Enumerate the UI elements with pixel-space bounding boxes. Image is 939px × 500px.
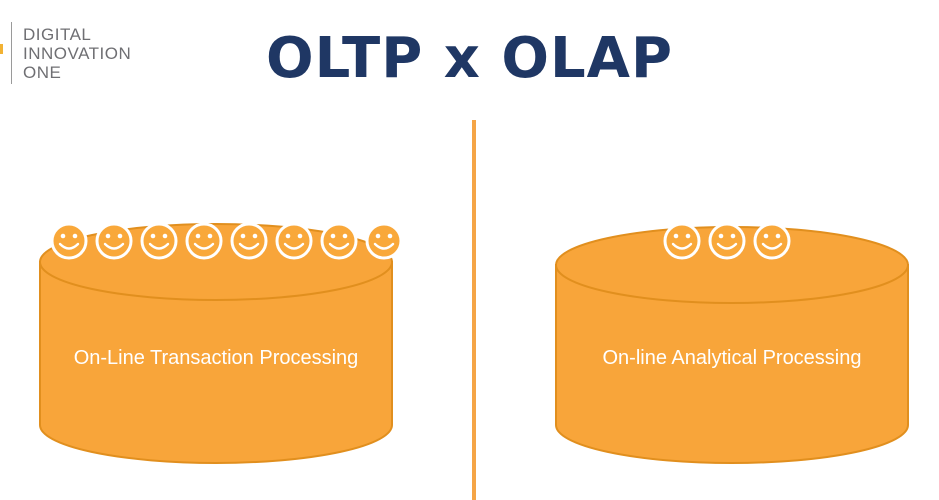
oltp-smiley-mouth (328, 242, 350, 250)
logo-mark (0, 44, 3, 54)
oltp-smiley-eye-right (297, 233, 303, 239)
page-title: OLTP x OLAP (265, 26, 674, 91)
oltp-smiley-mouth (58, 242, 80, 250)
oltp-label: On-Line Transaction Processing (73, 347, 359, 369)
oltp-user-smiley-icon (365, 222, 403, 260)
oltp-smiley-mouth (148, 242, 170, 250)
olap-smiley-eye-right (730, 233, 736, 239)
oltp-user-smiley-icon (320, 222, 358, 260)
olap-cylinder-body (555, 264, 909, 464)
oltp-user-smiley-icon (275, 222, 313, 260)
logo-separator (11, 22, 12, 84)
oltp-smiley-eye-left (105, 233, 111, 239)
logo-line-3: ONE (23, 62, 62, 82)
oltp-smiley-eye-left (375, 233, 381, 239)
olap-smiley-eye-left (673, 233, 679, 239)
olap-smiley-mouth (671, 242, 693, 250)
oltp-smiley-eye-left (60, 233, 66, 239)
oltp-smiley-mouth (283, 242, 305, 250)
olap-label: On-line Analytical Processing (602, 347, 862, 369)
oltp-smiley-eye-right (387, 233, 393, 239)
vertical-divider (472, 120, 476, 500)
oltp-smiley-eye-left (330, 233, 336, 239)
oltp-smiley-mouth (373, 242, 395, 250)
olap-smiley-eye-left (763, 233, 769, 239)
oltp-smiley-eye-left (195, 233, 201, 239)
oltp-user-smiley-icon (185, 222, 223, 260)
oltp-user-smiley-icon (95, 222, 133, 260)
olap-smiley-eye-right (775, 233, 781, 239)
olap-smiley-eye-left (718, 233, 724, 239)
logo-line-1: DIGITAL (23, 24, 92, 44)
logo: DIGITAL INNOVATION ONE (0, 22, 131, 84)
oltp-smiley-eye-left (240, 233, 246, 239)
oltp-user-smiley-icon (140, 222, 178, 260)
oltp-smiley-eye-left (150, 233, 156, 239)
oltp-smiley-mouth (193, 242, 215, 250)
logo-text: DIGITAL INNOVATION ONE (23, 22, 131, 84)
oltp-smiley-eye-right (117, 233, 123, 239)
oltp-user-smiley-icon (230, 222, 268, 260)
olap-user-smiley-icon (663, 222, 701, 260)
oltp-cylinder-body (39, 261, 393, 464)
olap-smiley-mouth (716, 242, 738, 250)
oltp-smiley-mouth (103, 242, 125, 250)
olap-smiley-mouth (761, 242, 783, 250)
logo-line-2: INNOVATION (23, 43, 132, 63)
oltp-smiley-eye-right (207, 233, 213, 239)
oltp-smiley-eye-right (72, 233, 78, 239)
olap-user-smiley-icon (708, 222, 746, 260)
oltp-smiley-eye-right (162, 233, 168, 239)
olap-user-smiley-icon (753, 222, 791, 260)
oltp-smiley-mouth (238, 242, 260, 250)
oltp-smiley-eye-left (285, 233, 291, 239)
olap-smiley-eye-right (685, 233, 691, 239)
oltp-smiley-eye-right (342, 233, 348, 239)
oltp-user-smiley-icon (50, 222, 88, 260)
oltp-smiley-eye-right (252, 233, 258, 239)
